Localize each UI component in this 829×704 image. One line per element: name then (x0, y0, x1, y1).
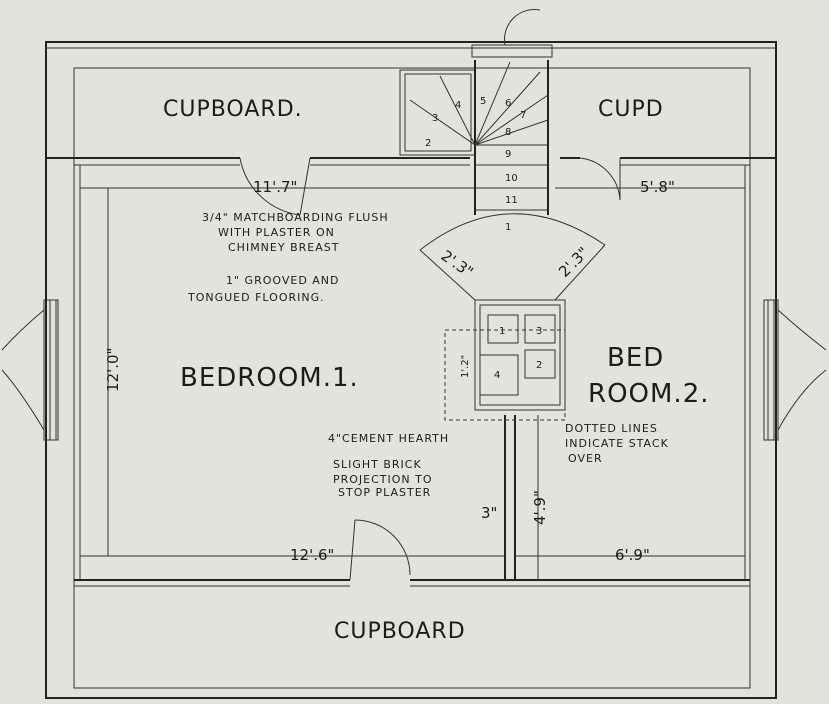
flue-2: 2 (536, 360, 542, 371)
dim-bedroom1-height: 12'.0" (104, 348, 122, 392)
stair-step-1: 2 (425, 138, 431, 149)
cupboard-partitions (46, 157, 776, 587)
note-brick-1: SLIGHT BRICK (333, 458, 422, 471)
stair-step-7: 8 (505, 127, 511, 138)
doors (239, 157, 621, 581)
note-brick-2: PROJECTION TO (333, 473, 433, 486)
note-stack-2: INDICATE STACK (565, 437, 669, 450)
note-hearth: 4"CEMENT HEARTH (328, 432, 449, 445)
label-bedroom-1: BEDROOM.1. (180, 363, 359, 393)
dim-door-swing-left: 2'.3" (438, 247, 477, 282)
label-cupboard-bottom: CUPBOARD (334, 619, 466, 644)
stair-step-numbers: 2 3 4 5 6 7 8 9 10 11 1 (425, 96, 526, 233)
stair-step-4: 5 (480, 96, 486, 107)
windows (1, 299, 827, 441)
stair-step-5: 6 (505, 98, 511, 109)
dim-partition-height: 4'.9" (531, 490, 549, 525)
dim-partition-thickness: 3" (481, 504, 497, 522)
note-brick-3: STOP PLASTER (338, 486, 431, 499)
note-flooring-2: TONGUED FLOORING. (187, 291, 325, 304)
label-cupboard-top-right: CUPD (598, 97, 664, 122)
stair-step-10: 11 (505, 195, 518, 206)
flue-numbers: 1 2 3 4 (494, 326, 542, 381)
stair-step-3: 4 (455, 100, 461, 111)
flue-3: 3 (536, 326, 542, 337)
note-matchboarding-1: 3/4" MATCHBOARDING FLUSH (202, 211, 389, 224)
note-stack-3: OVER (568, 452, 603, 465)
bedroom-walls (79, 165, 746, 580)
dim-bedroom2-width-top: 5'.8" (640, 178, 675, 196)
outer-walls (45, 41, 777, 699)
stair-step-8: 9 (505, 149, 511, 160)
stair-step-9: 10 (505, 173, 518, 184)
note-flooring-1: 1" GROOVED AND (226, 274, 340, 287)
stair-step-6: 7 (520, 110, 526, 121)
note-stack-1: DOTTED LINES (565, 422, 658, 435)
label-bedroom-2-line1: BED (607, 343, 664, 373)
note-matchboarding-2: WITH PLASTER ON (218, 226, 335, 239)
flue-4: 4 (494, 370, 500, 381)
dim-door-swing-right: 2'.3" (555, 243, 592, 280)
label-cupboard-top-left: CUPBOARD. (163, 97, 303, 122)
dimension-lines (80, 187, 745, 580)
note-matchboarding-3: CHIMNEY BREAST (228, 241, 339, 254)
stair-step-2: 3 (432, 113, 438, 124)
stairs (399, 9, 553, 215)
label-bedroom-2-line2: ROOM.2. (588, 379, 710, 409)
chimney-breast (444, 299, 566, 421)
dim-bedroom1-width-bottom: 12'.6" (290, 546, 334, 564)
dim-hearth-small: 1'.2" (460, 355, 471, 378)
stair-step-11: 1 (505, 222, 511, 233)
dim-bedroom2-width-bottom: 6'.9" (615, 546, 650, 564)
dim-bedroom1-width-top: 11'.7" (253, 178, 297, 196)
flue-1: 1 (499, 326, 505, 337)
